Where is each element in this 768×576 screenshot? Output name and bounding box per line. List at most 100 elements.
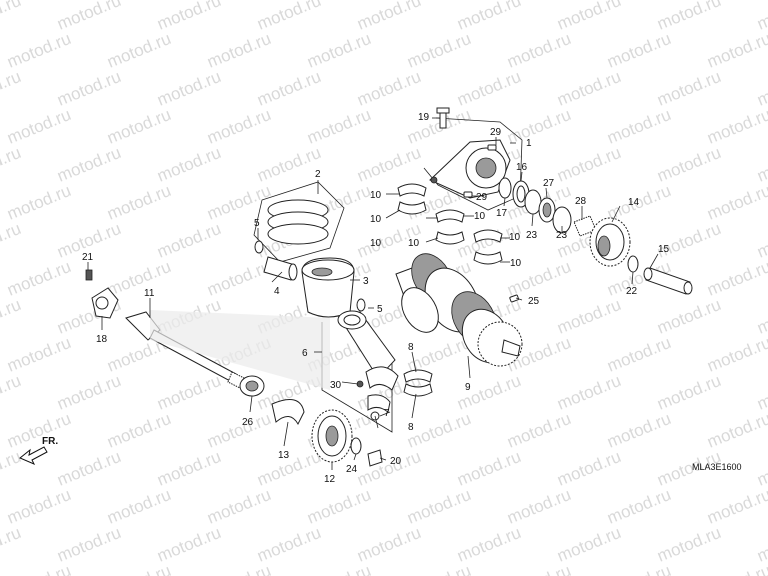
watermark-text: motod.ru [304,561,373,576]
watermark-text: motod.ru [104,561,173,576]
watermark-text: motod.ru [454,67,523,110]
diagram-code: MLA3E1600 [692,462,742,472]
watermark-text: motod.ru [604,485,673,528]
watermark-text: motod.ru [0,67,24,110]
pin-clip-upper [254,240,264,254]
watermark-text: motod.ru [754,143,768,186]
main-bearings [397,183,503,265]
watermark-text: motod.ru [54,143,123,186]
watermark-text: motod.ru [554,447,623,490]
callout-17: 17 [496,208,508,219]
drive-gear [311,409,353,463]
watermark-text: motod.ru [54,523,123,566]
watermark-text: motod.ru [704,105,768,148]
watermark-text: motod.ru [554,295,623,338]
cover-gasket [91,287,119,319]
callout-15: 15 [658,244,670,255]
callout-18: 18 [96,334,108,345]
watermark-text: motod.ru [354,447,423,490]
watermark-text: motod.ru [104,485,173,528]
callout-10b: 10 [370,214,382,225]
callout-4: 4 [274,286,280,297]
watermark-text: motod.ru [654,219,723,262]
leader-lines [87,117,659,470]
callouts: 1 2 3 4 5 5 6 7 8 8 9 10 10 10 10 10 10 … [82,112,670,485]
callout-14: 14 [628,197,640,208]
watermark-text: motod.ru [204,485,273,528]
watermark-text: motod.ru [754,371,768,414]
callout-10f: 10 [510,258,522,269]
bolt-19 [436,107,450,129]
dotted-region [150,310,330,390]
callout-25: 25 [528,296,540,307]
watermark-text: motod.ru [704,29,768,72]
watermark-text: motod.ru [504,485,573,528]
callout-5a: 5 [254,218,260,229]
front-label: FR. [42,436,58,447]
callout-28: 28 [575,196,587,207]
watermark-text: motod.ru [104,257,173,300]
watermark-text: motod.ru [704,181,768,224]
watermark-text: motod.ru [554,67,623,110]
watermark-text: motod.ru [454,447,523,490]
watermark-text: motod.ru [0,219,24,262]
watermark-text: motod.ru [604,29,673,72]
watermark-text: motod.ru [604,561,673,576]
watermark-text: motod.ru [304,105,373,148]
callout-20: 20 [390,456,402,467]
watermark-text: motod.ru [354,523,423,566]
watermark-text: motod.ru [254,67,323,110]
callout-8b: 8 [408,422,414,433]
watermark-text: motod.ru [654,143,723,186]
callout-27: 27 [543,178,555,189]
watermark-text: motod.ru [254,143,323,186]
callout-1: 1 [526,138,532,149]
watermark-text: motod.ru [404,561,473,576]
watermark-text: motod.ru [554,371,623,414]
balancer-bearing-stack [498,177,572,234]
watermark-text: motod.ru [704,485,768,528]
watermark-text: motod.ru [0,447,24,490]
watermark-text: motod.ru [404,485,473,528]
watermark-text: motod.ru [554,143,623,186]
callout-23a: 23 [526,230,538,241]
watermark-text: motod.ru [104,105,173,148]
conrod-assembly [321,310,399,433]
callout-10a: 10 [370,190,382,201]
piston [301,257,355,318]
callout-29a: 29 [490,127,502,138]
watermark-text: motod.ru [4,181,73,224]
watermark-text: motod.ru [654,371,723,414]
watermark-text: motod.ru [754,295,768,338]
callout-3: 3 [363,276,369,287]
callout-7: 7 [384,408,390,419]
dowel-pins [463,144,497,198]
watermark-text: motod.ru [204,181,273,224]
watermark-text: motod.ru [104,409,173,452]
watermark-text: motod.ru [504,105,573,148]
watermark-text: motod.ru [604,409,673,452]
watermark-text: motod.ru [204,409,273,452]
watermark-text: motod.ru [4,485,73,528]
callout-6: 6 [302,348,308,359]
watermark-text: motod.ru [504,29,573,72]
callout-21: 21 [82,252,94,263]
watermark-text: motod.ru [504,561,573,576]
watermark-text: motod.ru [554,523,623,566]
watermark-text: motod.ru [654,67,723,110]
piston-rings [253,181,345,263]
watermark-text: motod.ru [104,181,173,224]
callout-8a: 8 [408,342,414,353]
callout-19: 19 [418,112,430,123]
watermark-text: motod.ru [704,561,768,576]
callout-12: 12 [324,474,336,485]
piston-pin [263,256,298,281]
watermark-text: motod.ru [654,295,723,338]
watermark-text: motod.ru [204,257,273,300]
watermark-text: motod.ru [304,29,373,72]
watermark-text: motod.ru [354,143,423,186]
watermark-text: motod.ru [154,371,223,414]
woodruff-key [509,294,520,303]
front-direction-arrow: FR. [19,436,58,465]
